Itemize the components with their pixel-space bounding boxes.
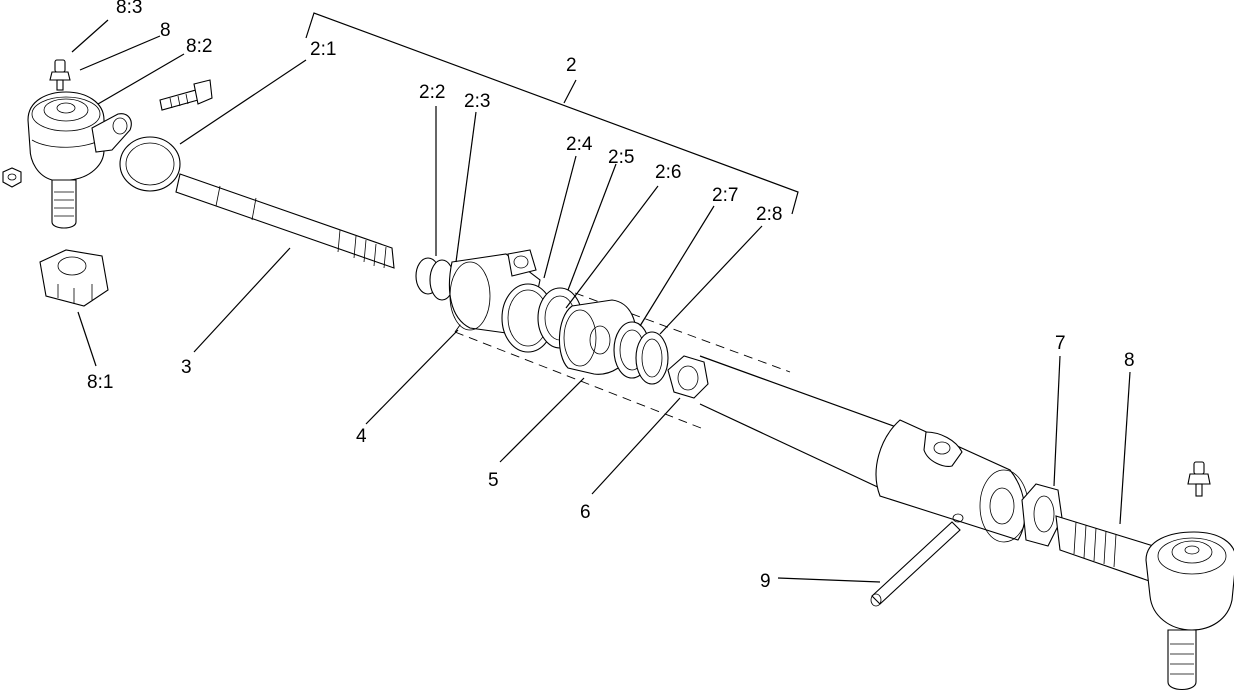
callout-2-4: 2:4 (566, 134, 593, 155)
cylinder-barrel (699, 355, 1029, 543)
piston-rod-3 (175, 173, 395, 269)
roll-pin-9 (870, 521, 961, 607)
snap-ring-2-1 (119, 136, 181, 192)
callout-8-3: 8:3 (116, 0, 142, 18)
callout-4: 4 (356, 426, 367, 447)
locknut-6 (667, 355, 709, 399)
callout-8-1: 8:1 (87, 372, 113, 393)
callout-8-2: 8:2 (186, 36, 212, 57)
callout-2-5: 2:5 (608, 147, 634, 168)
seal-ring-2-8 (635, 331, 669, 385)
callout-8-left: 8 (160, 20, 171, 41)
clamp-bolt-8-2 (159, 79, 213, 111)
callout-3: 3 (181, 357, 192, 378)
callout-2-2: 2:2 (419, 82, 445, 103)
callout-7: 7 (1055, 333, 1066, 354)
callout-2: 2 (566, 55, 577, 76)
callout-2-6: 2:6 (655, 162, 681, 183)
callout-8-right: 8 (1124, 350, 1135, 371)
leader-lines (71, 19, 1131, 583)
callout-2-1: 2:1 (310, 39, 336, 60)
callout-2-8: 2:8 (756, 204, 782, 225)
left-tie-rod-end (2, 59, 132, 229)
grease-fitting-8-3 (49, 59, 71, 91)
callout-5: 5 (488, 470, 499, 491)
jam-nut-7 (1021, 483, 1063, 547)
callout-6: 6 (580, 502, 591, 523)
callout-labels: 8:3 8 8:2 2:1 2 2:2 2:3 2:4 2:5 2:6 2:7 … (87, 0, 1135, 592)
callout-2-7: 2:7 (712, 185, 738, 206)
right-tie-rod-end (1055, 461, 1234, 691)
callout-9: 9 (760, 571, 771, 592)
callout-2-3: 2:3 (464, 91, 490, 112)
castle-nut-8-1 (39, 249, 109, 307)
assembly-2-bracket (305, 12, 799, 215)
